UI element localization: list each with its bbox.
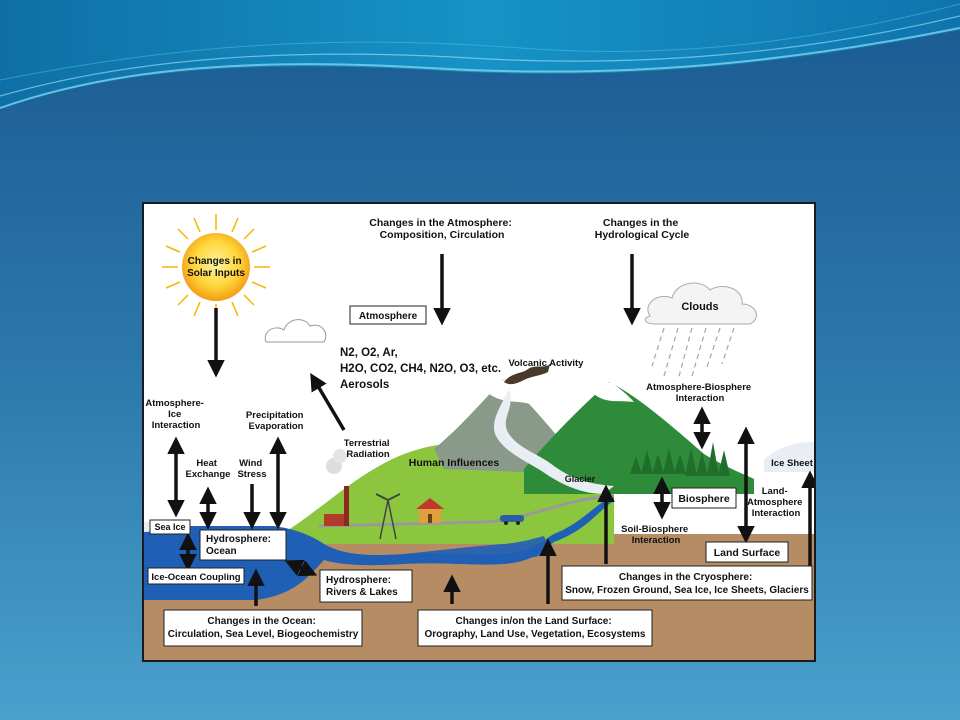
green-mountain — [524, 382, 754, 494]
rain-cloud-icon — [644, 282, 757, 381]
ocean-changes-label: Changes in the Ocean: Circulation, Sea L… — [168, 616, 359, 640]
hydro-changes-label: Changes in the Hydrological Cycle — [595, 217, 690, 241]
composition-label: N2, O2, Ar, H2O, CO2, CH4, N2O, O3, etc.… — [340, 347, 504, 391]
land-changes-label: Changes in/on the Land Surface: Orograph… — [425, 616, 646, 640]
clouds-label: Clouds — [681, 301, 718, 313]
glacier — [493, 389, 614, 494]
atm-ice-label: Atmosphere- Ice Interaction — [145, 398, 206, 431]
terrestrial-label: Terrestrial Radiation — [344, 438, 392, 460]
car-icon — [500, 515, 524, 525]
windmill-icon — [375, 493, 401, 540]
label-boxes — [147, 305, 813, 647]
river-lower — [404, 536, 546, 562]
sun-icon — [162, 214, 270, 320]
atmosphere-changes-label: Changes in the Atmosphere: Composition, … — [369, 217, 514, 241]
atmosphere-label: Atmosphere — [359, 311, 418, 322]
slide-header-wave — [0, 0, 960, 110]
river — [554, 496, 614, 542]
factory-icon — [324, 449, 349, 526]
road — [318, 494, 615, 528]
land-surface-label: Land Surface — [714, 547, 781, 559]
arrow-terrestrial — [310, 372, 346, 431]
soil-bio-label: Soil-Biosphere Interaction — [621, 524, 691, 546]
volcanic-activity-label: Volcanic Activity — [509, 358, 585, 369]
hydrosphere-ocean-label: Hydrosphere: Ocean — [206, 534, 274, 557]
ice-ocean-label: Ice-Ocean Coupling — [151, 572, 240, 583]
climate-system-diagram: Changes in Solar Inputs Changes in the A… — [142, 202, 816, 662]
biosphere-label: Biosphere — [678, 493, 730, 505]
land-atm-label: Land- Atmosphere Interaction — [747, 486, 805, 519]
arrow-rivers — [284, 559, 318, 577]
precip-label: Precipitation Evaporation — [246, 410, 306, 432]
ice-sheet-shape — [764, 442, 814, 472]
house-icon — [416, 498, 444, 523]
human-influences-label: Human Influences — [409, 457, 500, 469]
sun-label: Changes in Solar Inputs — [187, 256, 245, 279]
volcano-smoke — [504, 364, 550, 385]
heat-exchange-label: Heat Exchange — [186, 458, 231, 480]
hydro-rivers-label: Hydrosphere: Rivers & Lakes — [326, 575, 398, 598]
small-cloud-icon — [264, 319, 327, 343]
glacier-label: Glacier — [565, 474, 596, 484]
ice-sheet-label: Ice Sheet — [771, 458, 814, 469]
atm-bio-label: Atmosphere-Biosphere Interaction — [646, 382, 754, 404]
wind-stress-label: Wind Stress — [237, 458, 266, 480]
forest — [630, 442, 730, 476]
sea-ice-label: Sea Ice — [154, 522, 185, 532]
cryosphere-changes-label: Changes in the Cryosphere: Snow, Frozen … — [565, 572, 809, 596]
